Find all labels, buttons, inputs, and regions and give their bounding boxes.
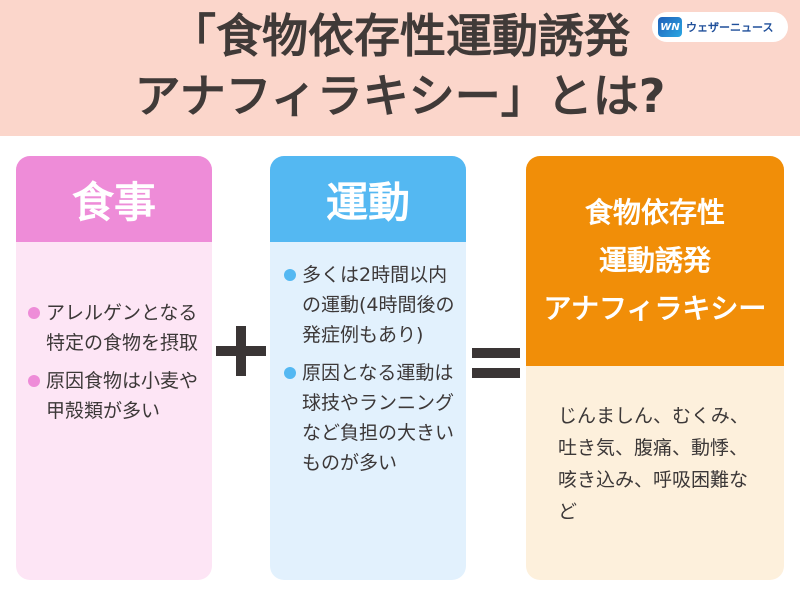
food-card-title: 食事 <box>16 156 212 242</box>
bullet-dot-icon <box>28 307 40 319</box>
title-line-1: 「食物依存性運動誘発 <box>170 9 630 63</box>
list-item: 原因食物は小麦や甲殻類が多い <box>28 366 204 426</box>
exercise-item-text: 原因となる運動は球技やランニングなど負担の大きいものが多い <box>302 362 455 474</box>
food-bullet-list: アレルゲンとなる特定の食物を摂取 原因食物は小麦や甲殻類が多い <box>16 242 212 426</box>
bullet-dot-icon <box>28 375 40 387</box>
food-card: 食事 アレルゲンとなる特定の食物を摂取 原因食物は小麦や甲殻類が多い <box>16 156 212 580</box>
bullet-dot-icon <box>284 269 296 281</box>
result-card-title: 食物依存性 運動誘発 アナフィラキシー <box>526 156 784 366</box>
exercise-item-text: 多くは2時間以内の運動(4時間後の発症例もあり) <box>302 264 455 346</box>
exercise-card: 運動 多くは2時間以内の運動(4時間後の発症例もあり) 原因となる運動は球技やラ… <box>270 156 466 580</box>
result-title-line-1: 食物依存性 <box>584 196 725 229</box>
equals-icon <box>472 344 520 384</box>
page-title: 「食物依存性運動誘発 アナフィラキシー」とは? <box>0 6 800 126</box>
exercise-card-title: 運動 <box>270 156 466 242</box>
bullet-dot-icon <box>284 367 296 379</box>
title-line-2: アナフィラキシー」とは? <box>134 69 666 123</box>
result-card: 食物依存性 運動誘発 アナフィラキシー じんましん、むくみ、吐き気、腹痛、動悸、… <box>526 156 784 580</box>
food-item-text: 原因食物は小麦や甲殻類が多い <box>46 370 199 422</box>
weathernews-logo: WN ウェザーニュース <box>652 12 788 42</box>
symptoms-text: じんましん、むくみ、吐き気、腹痛、動悸、咳き込み、呼吸困難など <box>558 405 749 523</box>
list-item: 原因となる運動は球技やランニングなど負担の大きいものが多い <box>284 358 458 478</box>
result-title-line-3: アナフィラキシー <box>543 292 767 325</box>
result-title-line-2: 運動誘発 <box>598 244 711 277</box>
list-item: アレルゲンとなる特定の食物を摂取 <box>28 298 204 358</box>
logo-text: ウェザーニュース <box>686 21 774 34</box>
plus-icon <box>216 326 266 376</box>
food-item-text: アレルゲンとなる特定の食物を摂取 <box>46 302 199 354</box>
header-banner: 「食物依存性運動誘発 アナフィラキシー」とは? WN ウェザーニュース <box>0 0 800 136</box>
wn-logo-icon: WN <box>658 17 682 37</box>
exercise-bullet-list: 多くは2時間以内の運動(4時間後の発症例もあり) 原因となる運動は球技やランニン… <box>270 242 466 478</box>
list-item: 多くは2時間以内の運動(4時間後の発症例もあり) <box>284 260 458 350</box>
